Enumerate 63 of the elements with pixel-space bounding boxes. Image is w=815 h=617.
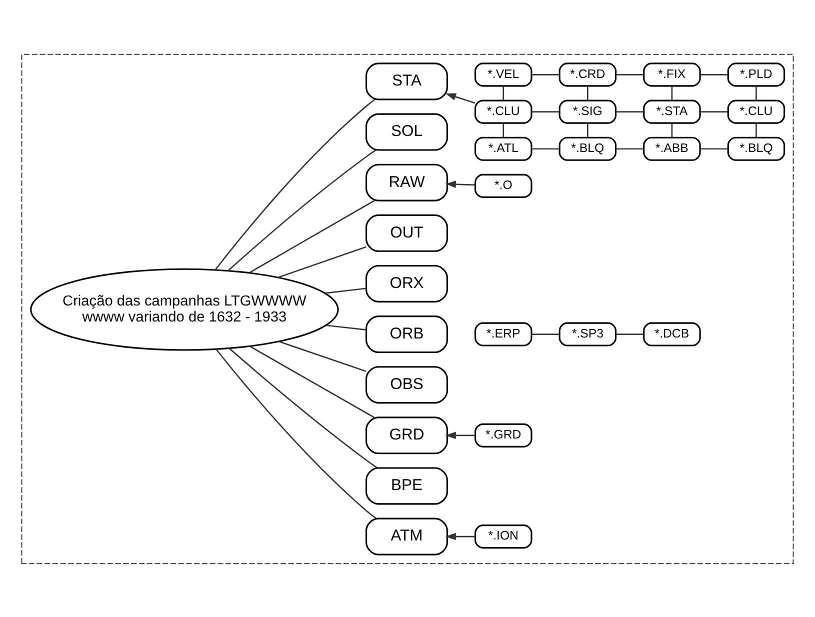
cluster (21, 53, 794, 564)
node-box: BPE (366, 466, 448, 504)
arrow (445, 92, 476, 104)
node-box: *.ERP (474, 322, 532, 346)
connector (700, 74, 728, 75)
node-box: ORB (366, 315, 448, 353)
arrow (445, 180, 475, 188)
node-box: *.SP3 (558, 322, 617, 346)
connector (502, 122, 504, 138)
node-box: ATM (366, 517, 448, 555)
connector (532, 74, 560, 75)
connector (326, 324, 366, 330)
connector (616, 148, 644, 150)
connector (325, 287, 366, 294)
connector (532, 110, 560, 112)
node-box: *.O (474, 173, 532, 198)
node-box: *.CLU (474, 99, 532, 124)
node-box: *.VEL (474, 62, 532, 86)
node-ellipse: Criação das campanhas LTGWWWW wwww variando de 1632 - 1933 (30, 268, 339, 350)
node-box: *.FIX (643, 62, 701, 86)
connector (532, 333, 560, 334)
node-box: *.DCB (643, 322, 701, 346)
node-box: ORX (366, 264, 448, 302)
node-box: *.BLQ (727, 136, 786, 160)
node-box: STA (366, 62, 448, 100)
connector (214, 98, 376, 270)
node-box: GRD (366, 416, 448, 454)
node-box: *.STA (643, 99, 701, 124)
arrow (445, 431, 475, 439)
connector (616, 110, 644, 112)
node-box: *.GRD (474, 422, 532, 447)
connector (278, 340, 366, 372)
connector (756, 122, 757, 138)
node-box: *.CLU (727, 99, 786, 124)
connector (249, 345, 374, 418)
connector (700, 148, 728, 150)
node-box: *.ATL (474, 136, 532, 160)
node-box: *.ABB (643, 136, 701, 160)
connector (756, 86, 757, 100)
node-box: *.ION (474, 524, 532, 548)
node-box: RAW (366, 163, 448, 201)
connector (616, 333, 644, 334)
node-box: SOL (366, 112, 448, 150)
node-box: OBS (366, 366, 448, 404)
connector (216, 348, 377, 518)
connector (278, 246, 366, 278)
node-box: *.SIG (558, 99, 617, 124)
connector (671, 86, 673, 100)
node-box: *.PLD (727, 62, 786, 86)
connector (700, 110, 728, 112)
node-box: *.BLQ (558, 136, 617, 160)
connector (586, 86, 588, 100)
connector (532, 148, 560, 150)
connector (228, 347, 378, 468)
connector (502, 86, 504, 100)
connector (248, 200, 375, 273)
node-box: *.CRD (558, 62, 617, 86)
arrow (445, 532, 475, 540)
connector (586, 122, 588, 138)
connector (228, 149, 376, 271)
node-box: OUT (366, 214, 448, 252)
connector (616, 74, 644, 75)
connector (671, 122, 673, 138)
